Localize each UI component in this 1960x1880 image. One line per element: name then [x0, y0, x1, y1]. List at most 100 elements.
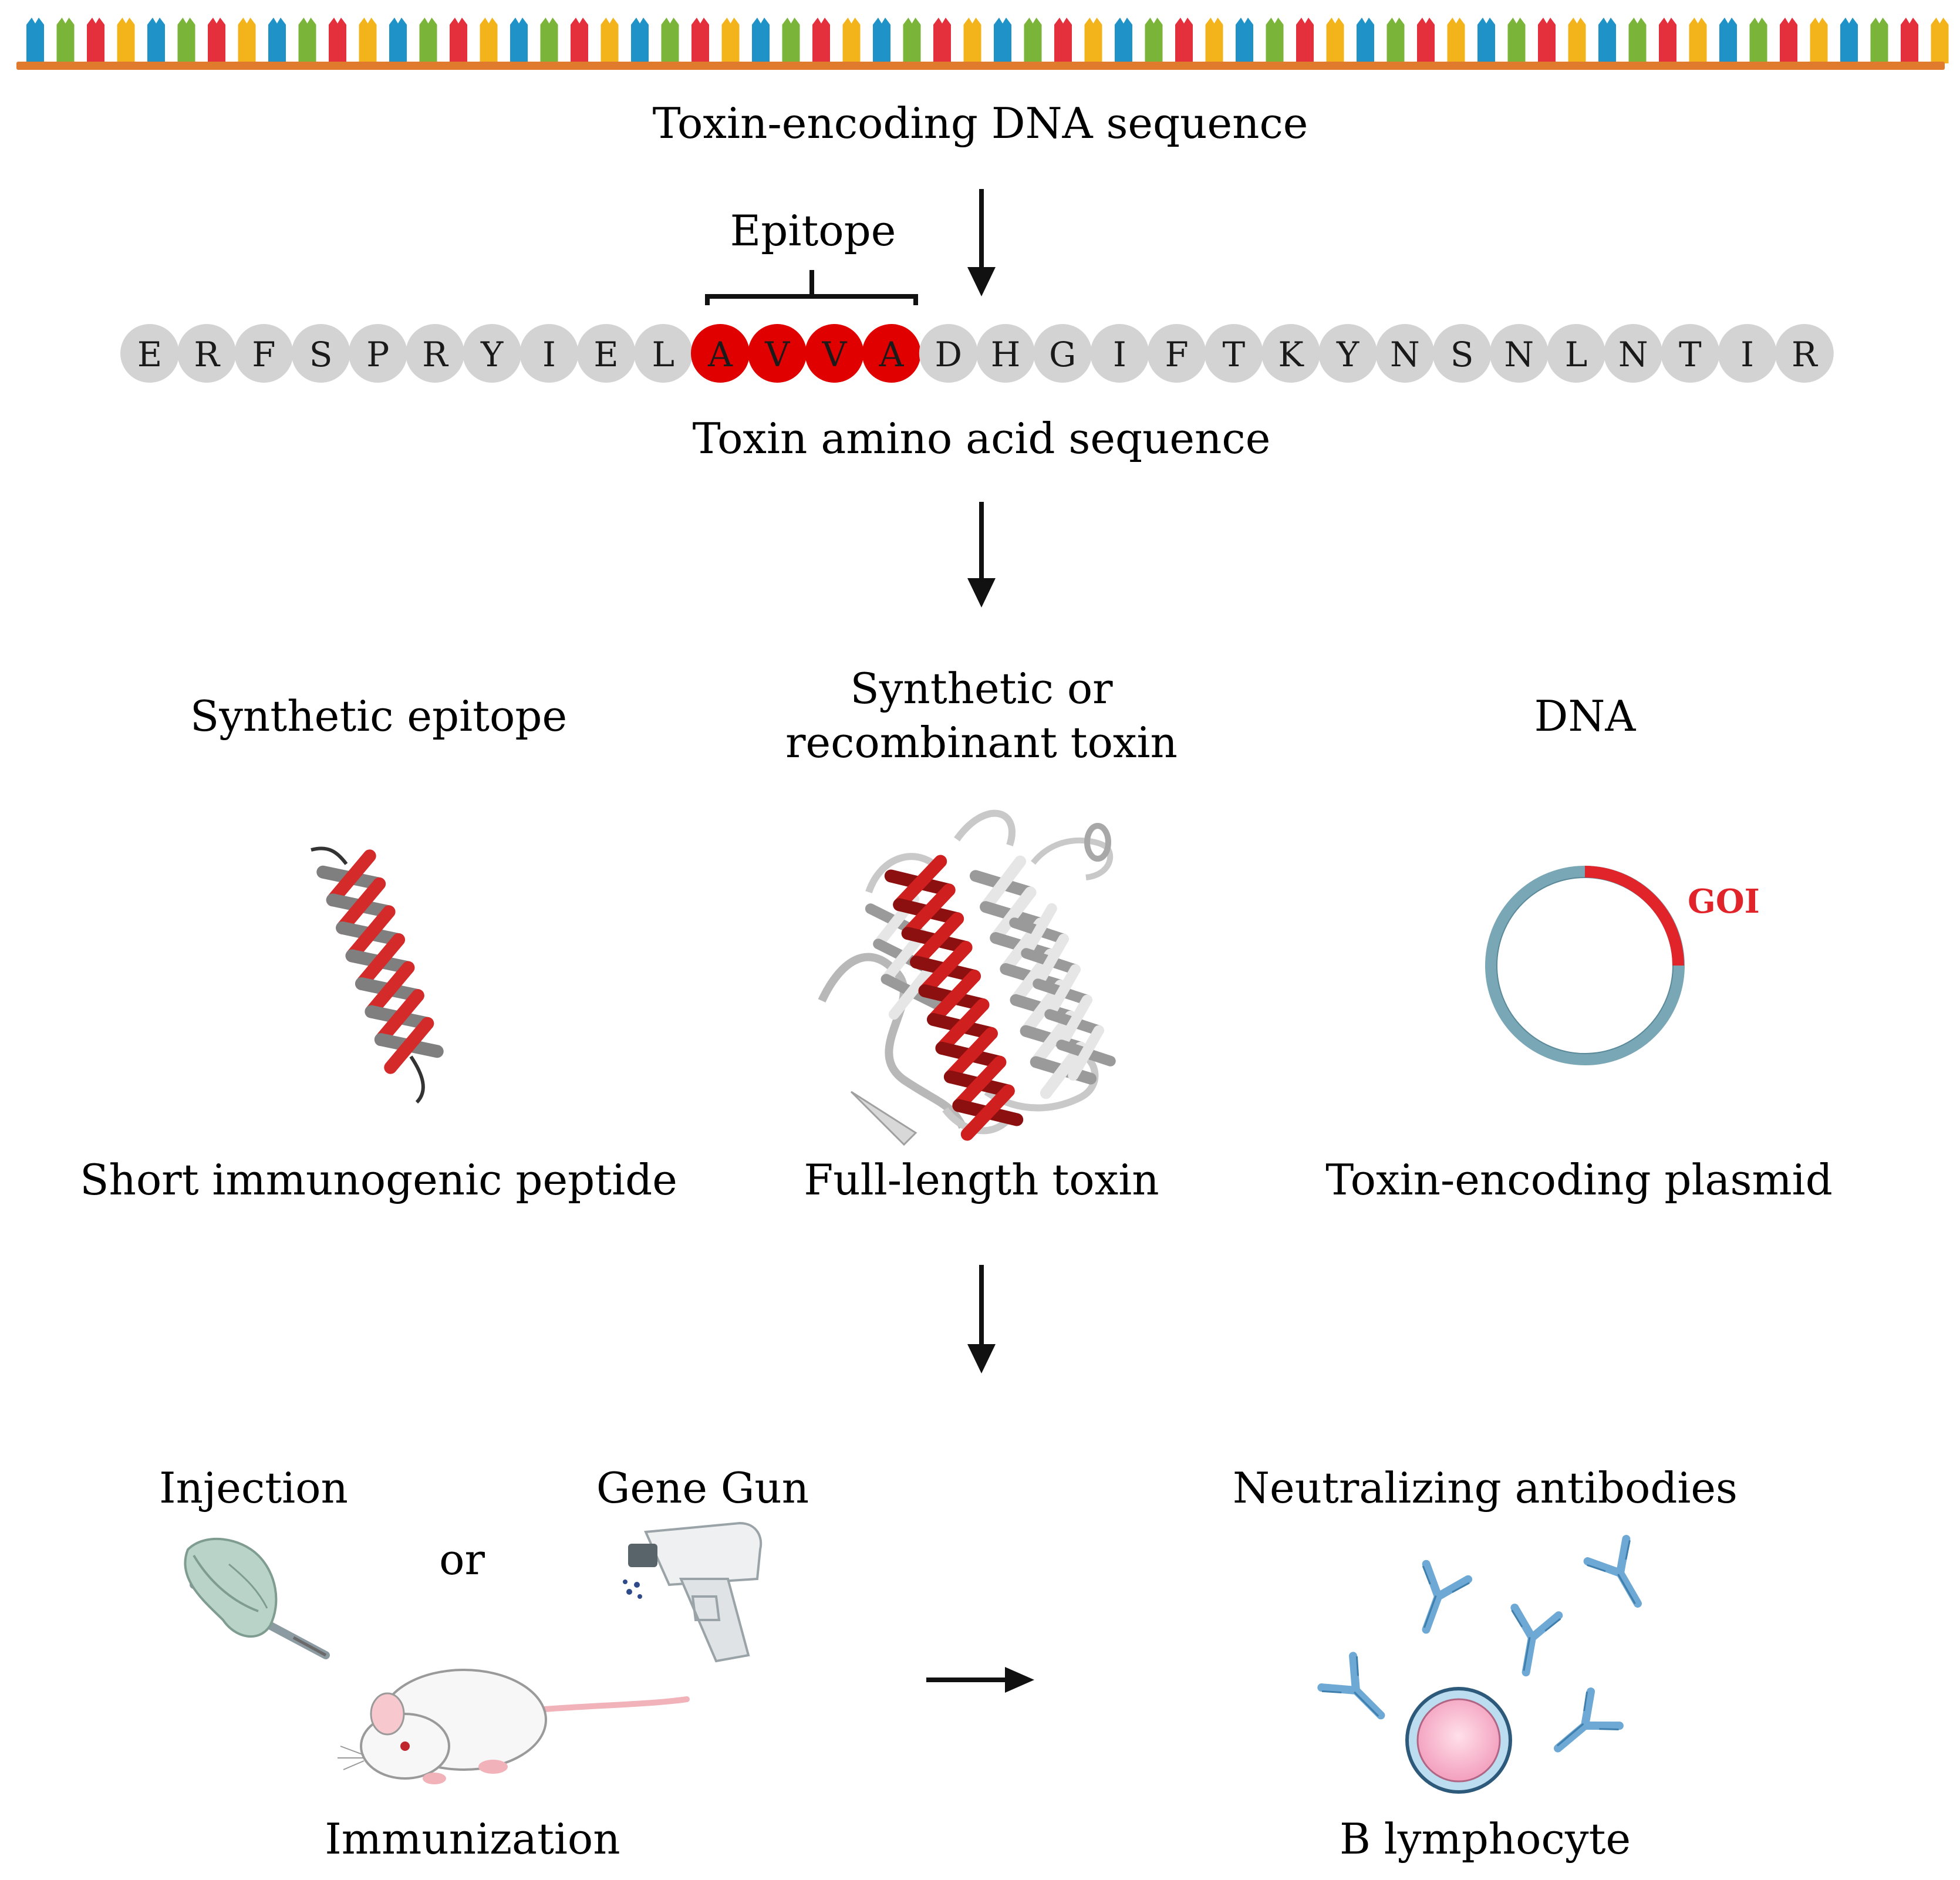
gene-gun-icon	[623, 1521, 763, 1663]
dna-base	[1810, 18, 1828, 63]
dna-base	[1145, 18, 1163, 63]
amino-acid-residue	[1775, 324, 1834, 383]
amino-acid-residue	[291, 324, 350, 383]
amino-acid-letter: G	[1049, 335, 1076, 374]
toxin-protein-illustration	[818, 809, 1116, 1146]
amino-acid-residue	[120, 324, 179, 383]
dna-base	[208, 18, 225, 63]
mouse-icon	[338, 1669, 690, 1784]
dna-base	[329, 18, 346, 63]
dna-base	[419, 18, 437, 63]
synthetic-toxin-heading-line1: Synthetic or	[850, 664, 1113, 713]
dna-base	[691, 18, 709, 63]
amino-acid-letter: H	[991, 335, 1021, 374]
plasmid-illustration: GOI	[1485, 866, 1760, 1065]
dna-base	[601, 18, 619, 63]
or-label: or	[439, 1535, 485, 1584]
dna-base	[994, 18, 1011, 63]
amino-acid-residue	[1661, 324, 1720, 383]
dna-base	[631, 18, 649, 63]
b-lymphocyte-label: B lymphocyte	[1340, 1814, 1631, 1864]
dna-base	[1749, 18, 1767, 63]
amino-acid-letter: V	[821, 335, 847, 374]
amino-acid-letter: S	[1450, 335, 1474, 374]
dna-base	[842, 18, 861, 63]
dna-base	[873, 18, 890, 63]
amino-acid-residue	[463, 324, 522, 383]
antibody-icon	[1317, 1652, 1385, 1720]
epitope-residue	[805, 324, 864, 383]
amino-acid-letter: T	[1679, 335, 1702, 374]
amino-acid-residue	[177, 324, 237, 383]
amino-acid-letter: I	[1113, 335, 1126, 374]
arrow-down-1	[967, 189, 996, 296]
epitope-label: Epitope	[730, 206, 896, 255]
dna-base	[117, 18, 135, 63]
gene-gun-label: Gene Gun	[596, 1463, 809, 1513]
epitope-residue	[862, 324, 921, 383]
amino-acid-residue	[1547, 324, 1605, 383]
amino-acid-letter: T	[1222, 335, 1245, 374]
amino-acid-residue	[1204, 324, 1263, 383]
antibody-icon	[1583, 1535, 1642, 1608]
amino-acid-letter: R	[194, 335, 221, 374]
amino-acid-letter: N	[1504, 335, 1534, 374]
dna-base	[1417, 18, 1435, 63]
amino-acid-letter: N	[1390, 335, 1420, 374]
dna-base	[1659, 18, 1676, 63]
synthetic-toxin-heading-line2: recombinant toxin	[785, 718, 1178, 767]
dna-base	[1840, 18, 1858, 63]
amino-acid-residue	[1033, 324, 1092, 383]
dna-base	[268, 18, 286, 63]
antibody-icon	[1554, 1687, 1624, 1753]
dna-base	[782, 18, 800, 63]
amino-acid-letter: I	[1740, 335, 1754, 374]
dna-base	[1870, 18, 1888, 63]
amino-acid-residue	[1261, 324, 1320, 383]
amino-acid-residue	[519, 324, 579, 383]
epitope-residue	[691, 324, 750, 383]
dna-sequence-label: Toxin-encoding DNA sequence	[653, 99, 1308, 148]
dna-base	[147, 18, 165, 63]
dna-base	[1357, 18, 1374, 63]
amino-acid-letter: Y	[480, 335, 504, 374]
epitope-residue	[748, 324, 807, 383]
dna-base	[1689, 18, 1707, 63]
dna-base	[1386, 18, 1405, 63]
dna-base	[1115, 18, 1132, 63]
amino-acid-letter: E	[137, 335, 162, 374]
dna-base	[661, 18, 679, 63]
dna-backbone	[16, 62, 1945, 70]
amino-acid-letter: E	[593, 335, 618, 374]
dna-base	[1780, 18, 1797, 63]
syringe-hand-icon	[184, 1537, 330, 1659]
goi-segment	[1584, 866, 1684, 966]
amino-acid-residue	[348, 324, 407, 383]
amino-acid-letter: A	[879, 335, 905, 374]
dna-base	[1266, 18, 1284, 63]
plasmid-caption: Toxin-encoding plasmid	[1325, 1155, 1833, 1204]
b-lymphocyte-icon	[1405, 1687, 1512, 1794]
dna-base	[1236, 18, 1253, 63]
full-length-toxin-caption: Full-length toxin	[804, 1155, 1159, 1204]
amino-acid-residue	[919, 324, 978, 383]
amino-acid-residue	[1432, 324, 1492, 383]
dna-base	[510, 18, 528, 63]
amino-acid-residue	[1718, 324, 1777, 383]
injection-label: Injection	[159, 1463, 348, 1513]
dna-bases	[26, 18, 1949, 63]
amino-acid-letter: S	[309, 335, 333, 374]
amino-acid-residue	[633, 324, 693, 383]
amino-acid-letter: R	[422, 335, 449, 374]
antibodies-group	[1317, 1535, 1642, 1753]
dna-base	[56, 18, 75, 63]
antibody-icon	[1422, 1560, 1473, 1634]
dna-base	[903, 18, 921, 63]
amino-acid-letter: L	[1565, 335, 1588, 374]
dna-base	[389, 18, 407, 63]
amino-acid-letter: N	[1618, 335, 1648, 374]
short-peptide-caption: Short immunogenic peptide	[80, 1155, 677, 1204]
